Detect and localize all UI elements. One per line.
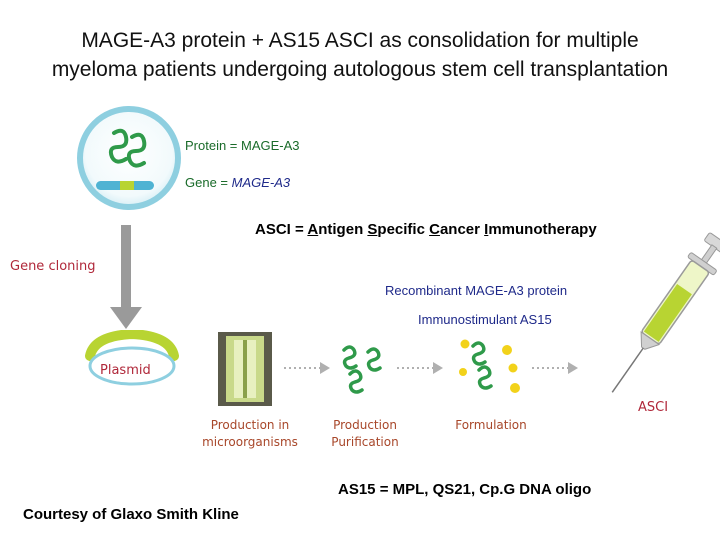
asci-syringe-label: ASCI	[638, 399, 668, 416]
page-title: MAGE-A3 protein + AS15 ASCI as consolida…	[40, 26, 680, 84]
recombinant-label: Recombinant MAGE-A3 protein	[385, 283, 567, 298]
bioreactor-icon	[214, 330, 276, 408]
immunostimulant-label: Immunostimulant AS15	[418, 312, 552, 327]
step-formulation-caption: Formulation	[436, 417, 546, 434]
plasmid-label: Plasmid	[100, 362, 151, 379]
gene-name: MAGE-A3	[232, 175, 291, 190]
protein-icon	[338, 340, 398, 396]
asci-definition: ASCI = Antigen Specific Cancer Immunothe…	[255, 221, 597, 238]
arrow-right-icon	[282, 358, 332, 378]
arrow-right-icon	[395, 358, 445, 378]
syringe-icon	[610, 222, 720, 412]
protein-label: Protein = MAGE-A3	[185, 138, 300, 153]
formulation-icon	[455, 336, 525, 398]
arrow-right-icon	[530, 358, 580, 378]
cell-icon	[74, 103, 184, 213]
arrow-down-icon	[108, 225, 144, 331]
gene-label: Gene = MAGE-A3	[185, 175, 290, 190]
gene-cloning-label: Gene cloning	[10, 258, 96, 275]
as15-definition: AS15 = MPL, QS21, Cp.G DNA oligo	[338, 481, 591, 498]
plasmid-icon	[84, 330, 180, 388]
courtesy-text: Courtesy of Glaxo Smith Kline	[23, 506, 239, 523]
